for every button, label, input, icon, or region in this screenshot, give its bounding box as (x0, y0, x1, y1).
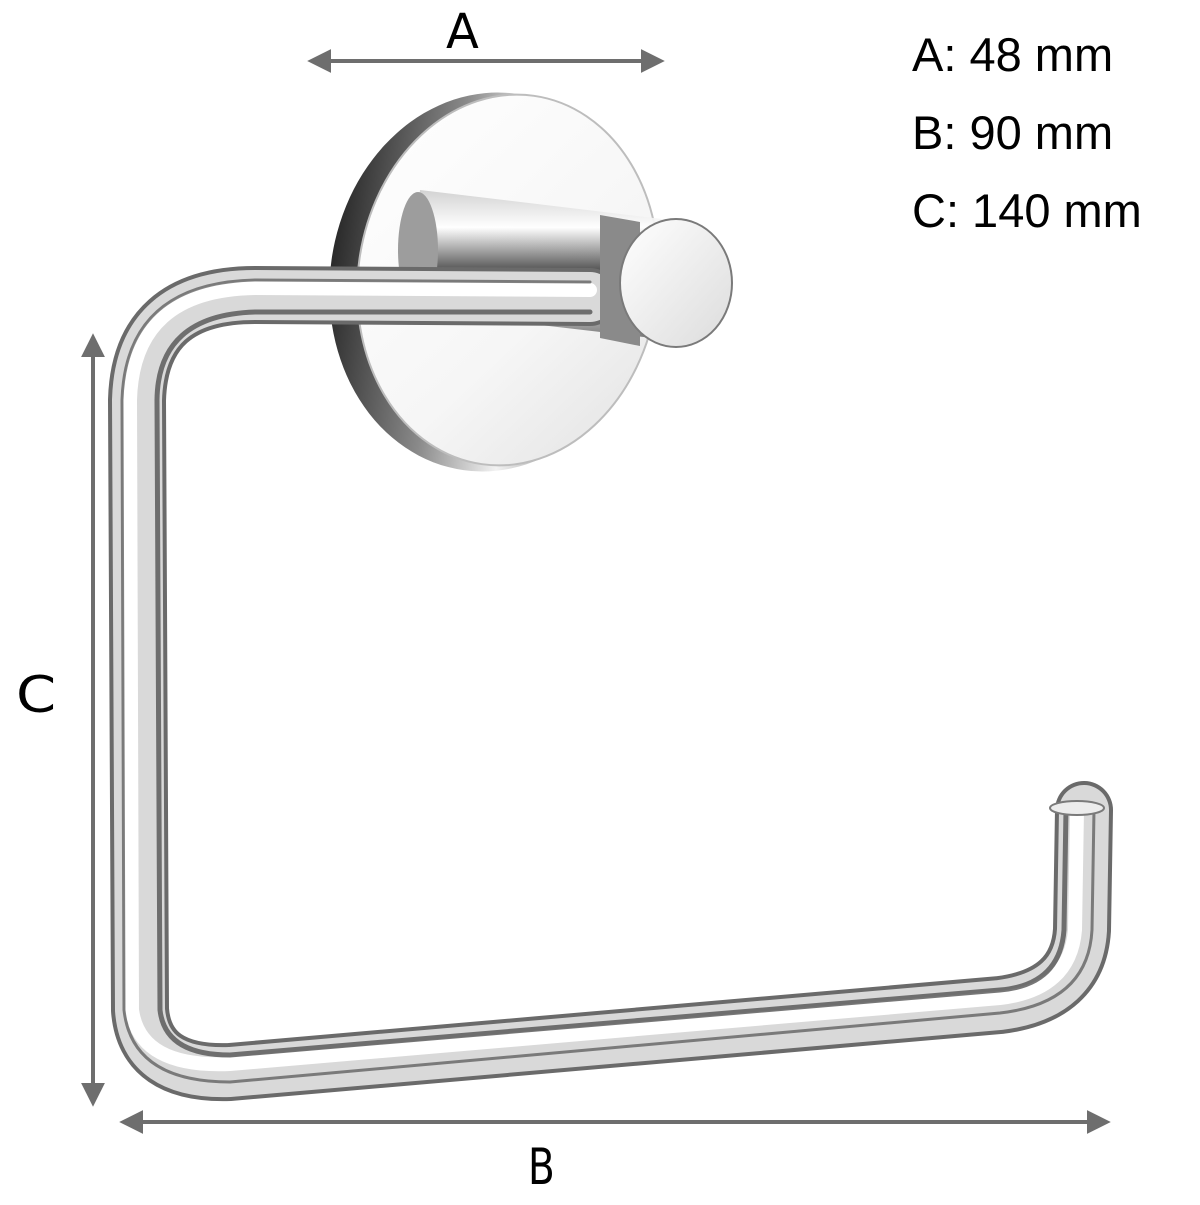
specification-list: A: 48 mm B: 90 mm C: 140 mm (912, 16, 1142, 250)
dimension-label-a: A (446, 4, 479, 60)
mount-cap (600, 215, 733, 348)
holder-rod (108, 266, 1113, 1102)
rod-end-cap (1049, 800, 1105, 816)
spec-b: B: 90 mm (912, 106, 1114, 159)
spec-c: C: 140 mm (912, 184, 1142, 237)
dimension-label-c: C (16, 666, 57, 724)
spec-a: A: 48 mm (912, 28, 1114, 81)
dimension-label-b: B (528, 1138, 555, 1196)
